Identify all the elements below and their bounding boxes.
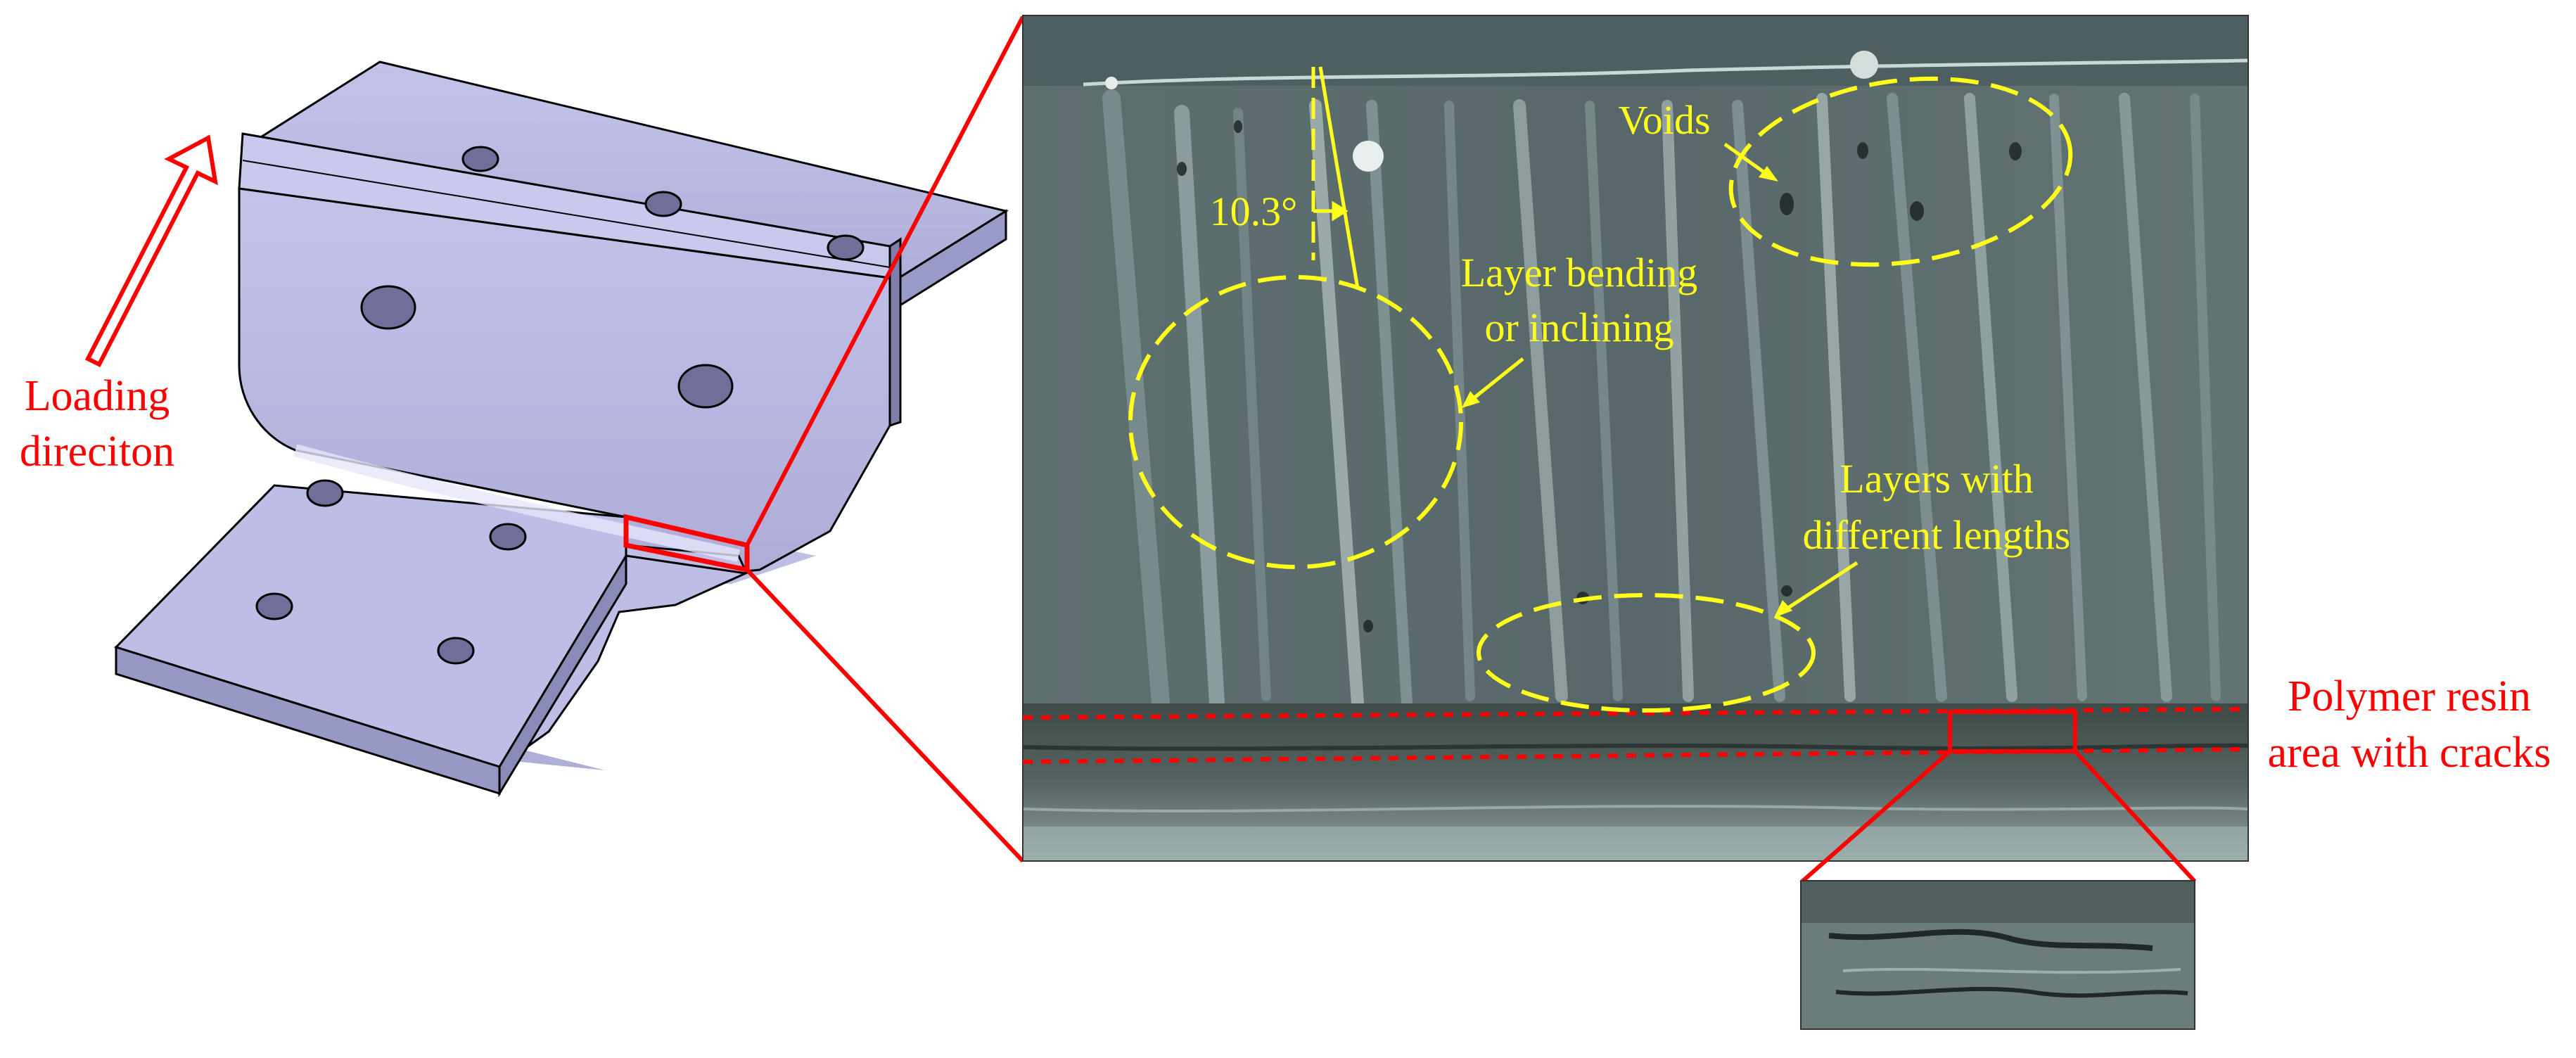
fiber-layers <box>1102 89 2221 713</box>
lengths-label-line1: Layers with <box>1839 456 2033 502</box>
hole <box>306 479 344 507</box>
crack-inset-frame <box>1800 880 2195 1030</box>
loading-arrow <box>84 134 218 368</box>
yellow-annotations <box>1128 76 2073 713</box>
bending-ellipse <box>1128 275 1463 569</box>
bolt-holes <box>255 146 865 665</box>
crack-inset <box>1801 881 2195 1029</box>
front-flange-face <box>238 187 891 573</box>
cad-part <box>114 60 1009 798</box>
resin-label-line1: Polymer resin <box>2288 673 2531 720</box>
hole <box>437 637 475 665</box>
hole <box>489 523 527 551</box>
zoom-line-top <box>745 15 1025 547</box>
loading-label-line1: Loading <box>25 372 170 420</box>
lengths-label-line2: different lengths <box>1803 512 2071 558</box>
base-plate-side-edge <box>498 552 627 798</box>
zoom-line-bottom <box>745 568 1025 863</box>
hole <box>461 146 499 172</box>
hole <box>255 592 293 620</box>
bending-label-line1: Layer bending <box>1461 250 1698 295</box>
front-flange-side <box>888 237 902 428</box>
crack-box <box>1948 710 2077 753</box>
hole <box>827 234 865 261</box>
bending-label-line2: or inclining <box>1484 305 1673 350</box>
micrograph <box>1023 15 2248 861</box>
resin-band-top <box>1022 707 2249 720</box>
hole <box>360 285 416 330</box>
loading-label-line2: direciton <box>20 428 174 476</box>
resin-label-line2: area with cracks <box>2268 729 2551 777</box>
voids-ellipse <box>1728 76 2073 267</box>
lengths-ellipse <box>1477 593 1816 713</box>
hole <box>677 364 734 409</box>
angle-label: 10.3° <box>1210 189 1298 234</box>
resin-band-bottom <box>1022 747 2249 764</box>
hole <box>644 191 682 217</box>
angle-indicator <box>1311 66 1360 289</box>
micrograph-frame <box>1022 15 2249 862</box>
voids-label: Voids <box>1618 97 1710 143</box>
